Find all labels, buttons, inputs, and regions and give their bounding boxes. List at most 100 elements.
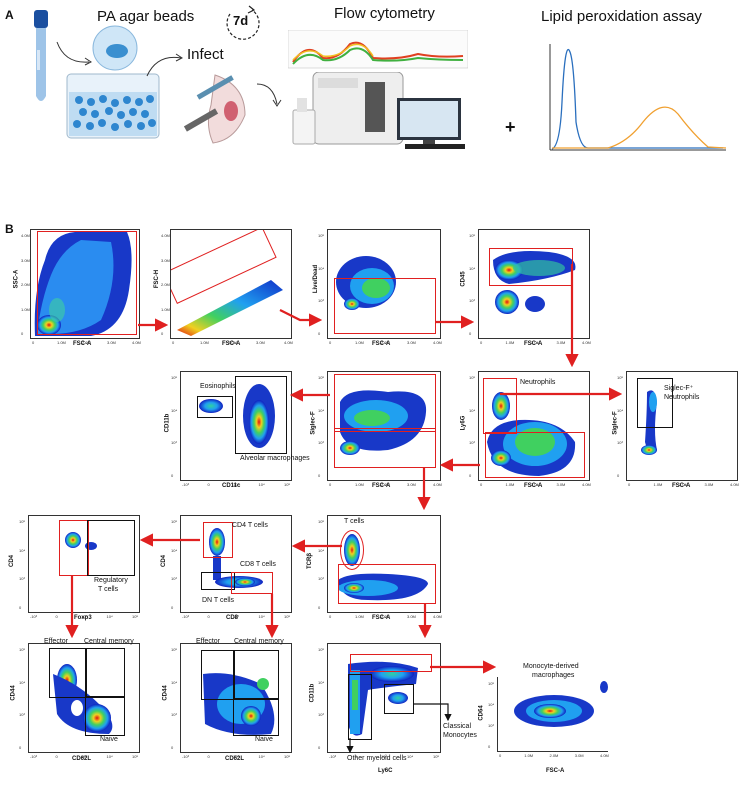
- plot-fsc-siglecf-2: [626, 371, 738, 481]
- x-tick-label: 10⁴: [407, 754, 414, 759]
- arrow-tube-to-bead: [56, 41, 92, 66]
- x-tick-label: 2.0M: [531, 482, 540, 487]
- naive-label-1: Naive: [100, 736, 118, 743]
- y-tick-label: 10⁵: [318, 519, 325, 524]
- plot-fsc-cd64: [497, 677, 608, 752]
- y-tick-label: 2.0M: [21, 282, 30, 287]
- x-tick-label: 10³: [381, 754, 387, 759]
- plot-fsc-fsch: [170, 229, 292, 339]
- effector-label-2: Effector: [196, 638, 220, 645]
- y-tick-label: 0: [318, 331, 321, 336]
- naive-label-2: Naive: [255, 736, 273, 743]
- x-tick-label: 10⁵: [132, 754, 139, 759]
- y-tick-label: 10³: [171, 712, 177, 718]
- plot2-y-label: FSC-H: [154, 269, 161, 289]
- plot11-y-label: TCRβ: [307, 553, 313, 569]
- plot5-y-label: CD11b: [164, 413, 171, 433]
- x-tick-label: 4.0M: [582, 482, 591, 487]
- y-tick-label: 10⁵: [171, 375, 178, 380]
- x-tick-label: 0: [55, 754, 58, 759]
- plot-fsc-siglecf-1: [327, 371, 441, 481]
- plot1-y-label: SSC-A: [13, 269, 20, 289]
- plot10-x-label: CD8: [226, 615, 239, 621]
- x-tick-label: 0: [329, 482, 332, 487]
- x-tick-label: 0: [355, 754, 358, 759]
- x-tick-label: 0: [32, 340, 35, 345]
- plot9-y-label: CD4: [9, 554, 16, 568]
- y-tick-label: 10⁴: [617, 407, 624, 413]
- y-tick-label: 10³: [171, 440, 177, 446]
- plot-cd62l-cd44-1: [28, 643, 140, 753]
- y-tick-label: 10⁵: [318, 233, 325, 238]
- x-tick-label: 3.0M: [256, 340, 265, 345]
- x-tick-label: 0: [499, 753, 502, 758]
- y-tick-label: 0: [161, 331, 164, 336]
- y-tick-label: 0: [469, 473, 472, 478]
- plot-foxp3-cd4: [28, 515, 140, 613]
- y-tick-label: 4.0M: [21, 233, 30, 238]
- other-myeloid-label: Other myeloid cells: [347, 755, 407, 762]
- y-tick-label: 1.0M: [161, 306, 170, 312]
- arrow-beaker-to-infect: [146, 53, 183, 77]
- x-tick-label: 10⁴: [258, 482, 265, 487]
- x-tick-label: 10³: [233, 754, 239, 759]
- y-tick-label: 10⁴: [171, 679, 178, 685]
- t-cells-label: T cells: [344, 518, 365, 525]
- x-tick-label: 1.0M: [355, 340, 364, 345]
- x-tick-label: 3.0M: [407, 614, 416, 619]
- flow-cytometer-illustration: [292, 72, 465, 149]
- plot14-y-label: CD11b: [309, 683, 316, 703]
- plot11-x-label: FSC-A: [372, 615, 391, 621]
- x-tick-label: 4.0M: [433, 614, 442, 619]
- y-tick-label: 10³: [318, 440, 324, 446]
- x-tick-label: 2.0M: [381, 482, 390, 487]
- y-tick-label: 10⁵: [19, 647, 26, 652]
- plot-cd8-cd4: [180, 515, 292, 613]
- x-tick-label: 3.0M: [556, 340, 566, 345]
- x-tick-label: 0: [480, 482, 483, 487]
- arrow-infect-to-flow: [256, 83, 282, 107]
- test-tube-illustration: [34, 10, 48, 101]
- x-tick-label: 4.0M: [600, 753, 609, 758]
- x-tick-label: 1.0M: [355, 482, 364, 487]
- plot13-x-label: CD62L: [225, 756, 245, 762]
- plot-fsc-ly6g: [478, 371, 590, 481]
- x-tick-label: 2.0M: [549, 753, 559, 758]
- x-tick-label: 3.0M: [574, 753, 584, 758]
- y-tick-label: 10⁴: [469, 265, 476, 271]
- plot-fsc-cd45: [478, 229, 590, 339]
- y-tick-label: 0: [171, 605, 174, 610]
- plot14-x-label: Ly6C: [378, 768, 393, 774]
- x-tick-label: 0: [329, 340, 332, 345]
- x-tick-label: -10³: [30, 614, 38, 619]
- y-tick-label: 3.0M: [161, 257, 170, 263]
- y-tick-label: 2.0M: [161, 282, 170, 287]
- x-tick-label: 2.0M: [228, 340, 237, 345]
- y-tick-label: 0: [19, 605, 22, 610]
- y-tick-label: 10³: [171, 576, 177, 582]
- beaker-illustration: [66, 73, 160, 139]
- y-tick-label: 10⁵: [488, 681, 495, 686]
- x-tick-label: 10⁴: [258, 614, 265, 619]
- y-tick-label: 0: [318, 605, 321, 610]
- cd4-t-cells-label: CD4 T cells: [232, 522, 268, 529]
- plot-fsc-livedead: [327, 229, 441, 339]
- lipid-peroxidation-curves: [549, 44, 727, 151]
- y-tick-label: 10⁴: [19, 547, 26, 553]
- y-tick-label: 0: [19, 745, 22, 750]
- plot12-y-label: CD44: [10, 685, 17, 701]
- y-tick-label: 10⁵: [617, 375, 624, 380]
- y-tick-label: 10³: [617, 440, 623, 446]
- x-tick-label: 10⁵: [433, 754, 440, 759]
- y-tick-label: 10⁵: [171, 519, 178, 524]
- x-tick-label: 10⁵: [284, 754, 291, 759]
- x-tick-label: 2.0M: [531, 340, 540, 345]
- plot15-y-label: CD64: [478, 705, 485, 721]
- x-tick-label: 0: [329, 614, 332, 619]
- plot13-y-label: CD44: [162, 685, 169, 701]
- y-tick-label: 10³: [19, 712, 25, 718]
- x-tick-label: 0: [207, 482, 210, 487]
- mdm-label-2: macrophages: [532, 672, 575, 679]
- y-tick-label: 10⁴: [488, 702, 495, 707]
- x-tick-label: 2.0M: [381, 340, 390, 345]
